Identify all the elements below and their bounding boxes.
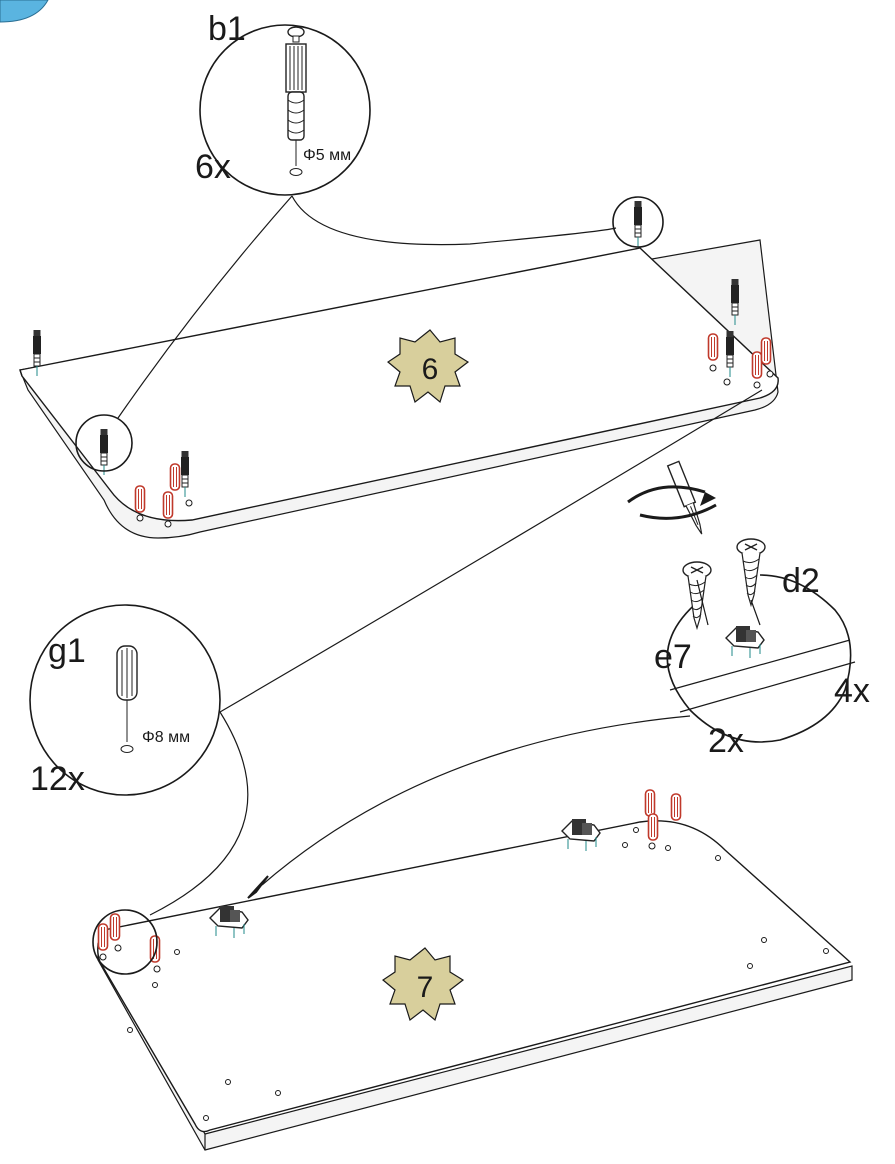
step-6-badge: 6 [386, 329, 470, 404]
g1-callout: g1 12x Φ8 мм [29, 389, 763, 916]
b1-count: 6x [195, 148, 231, 186]
panel-step-6 [19, 239, 779, 539]
e7-count: 2x [708, 722, 744, 760]
g1-count: 12x [30, 760, 85, 798]
step-6-label: 6 [422, 353, 439, 386]
panel-7-hardware [92, 789, 829, 1121]
d2-label: d2 [782, 562, 820, 600]
b1-diameter: Φ5 мм [303, 147, 351, 164]
b1-callout: b1 6x Φ5 мм [75, 10, 664, 472]
b1-label: b1 [208, 10, 246, 48]
g1-label: g1 [48, 632, 86, 670]
step-7-badge: 7 [381, 947, 465, 1022]
e7-label: e7 [654, 638, 692, 676]
g1-diameter: Φ8 мм [142, 729, 190, 746]
panel-6-hardware [32, 200, 774, 528]
panel-step-7 [97, 820, 853, 1151]
hinge-callout: d2 e7 4x 2x [247, 460, 870, 899]
corner-tab [0, 0, 49, 23]
step-7-label: 7 [417, 971, 434, 1004]
d2-count: 4x [834, 672, 870, 710]
